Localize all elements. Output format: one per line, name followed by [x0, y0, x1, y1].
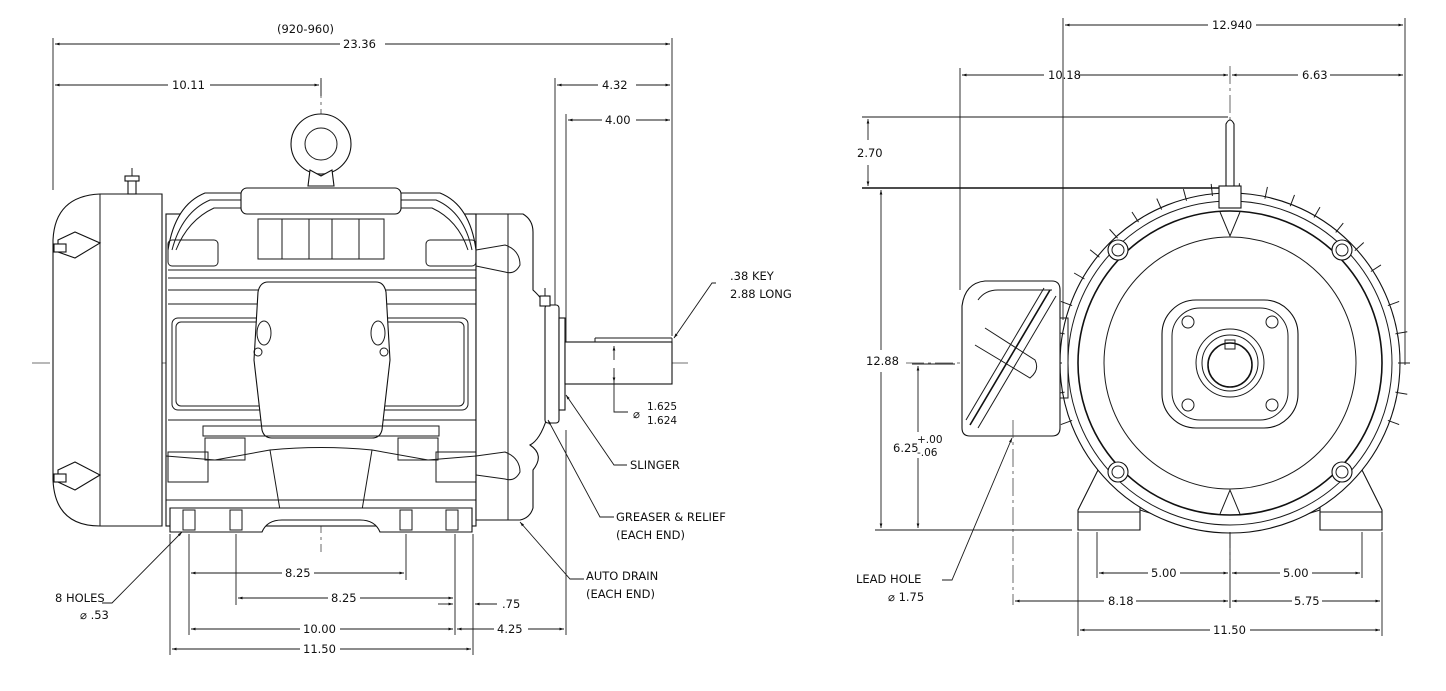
- dim-foot-to-shaft-shoulder: 4.25: [497, 622, 523, 636]
- cooling-fin: [1387, 419, 1400, 426]
- holes-callout-line1: 8 HOLES: [55, 591, 105, 605]
- dim-overall-length: 23.36: [343, 37, 376, 51]
- end-view: 12.940 10.18 6.63 2.70 12.88 6.25 +.00 -…: [856, 18, 1410, 637]
- dim-centerline-to-conduit: 10.18: [1048, 68, 1081, 82]
- dim-foot-hole-spacing-a: 8.25: [285, 566, 311, 580]
- fan-cover: [52, 168, 163, 527]
- auto-drain-callout-line2: (EACH END): [586, 587, 655, 601]
- dim-shaft-height: 6.25: [893, 441, 919, 455]
- cooling-fin: [1335, 222, 1344, 233]
- key-callout-line2: 2.88 LONG: [730, 287, 792, 301]
- dim-lifting-eye-height: 2.70: [857, 146, 883, 160]
- key-callout-line1: .38 KEY: [730, 269, 775, 283]
- cooling-fin: [1182, 189, 1188, 201]
- dim-shaft-height-tol-minus: -.06: [917, 447, 938, 459]
- dim-foot-length-overall: 11.50: [303, 642, 336, 656]
- dim-foot-hole-spacing-b: 8.25: [331, 591, 357, 605]
- motor-frame: [165, 187, 477, 533]
- lead-hole-callout-line2: ⌀ 1.75: [888, 590, 924, 604]
- dim-shoulder-offset: .75: [502, 597, 520, 611]
- dim-foot-hole-left: 5.00: [1151, 566, 1177, 580]
- lifting-eye: [290, 113, 352, 187]
- slinger-callout: SLINGER: [630, 458, 680, 472]
- shaft-diameter-max: 1.625: [647, 401, 677, 413]
- auto-drain-callout-line1: AUTO DRAIN: [586, 569, 658, 583]
- end-frame: [1050, 119, 1410, 534]
- cooling-fin: [1289, 194, 1295, 207]
- cooling-fin: [1370, 264, 1382, 272]
- cooling-fin: [1131, 211, 1139, 223]
- dim-centerline-to-frame-edge: 6.63: [1302, 68, 1328, 82]
- cooling-fin: [1210, 183, 1213, 196]
- holes-callout-line2: ⌀ .53: [80, 608, 109, 622]
- dim-centerline-to-lead-hole: 8.18: [1108, 594, 1134, 608]
- cooling-fin: [1313, 206, 1321, 218]
- dim-end-foot-width: 11.50: [1213, 623, 1246, 637]
- end-conduit-box: [961, 280, 1069, 437]
- cooling-fin: [1395, 391, 1408, 395]
- dim-end-overall-width: 12.940: [1212, 18, 1252, 32]
- dim-overall-height: 12.88: [866, 354, 899, 368]
- dim-foot-hole-right: 5.00: [1283, 566, 1309, 580]
- dim-shaft-height-tol-plus: +.00: [917, 434, 943, 446]
- cooling-fin: [1354, 242, 1365, 251]
- cooling-fin: [1073, 272, 1085, 280]
- cooling-fin: [1109, 228, 1118, 239]
- dim-fan-end-to-eye: 10.11: [172, 78, 205, 92]
- cooling-fin: [1060, 419, 1073, 426]
- dim-centerline-to-foot-edge: 5.75: [1294, 594, 1320, 608]
- dim-shaft-extension-total: 4.32: [602, 78, 628, 92]
- shaft-diameter-min: 1.624: [647, 415, 677, 427]
- shaft-diameter-symbol: ⌀: [633, 407, 640, 421]
- cooling-fin: [1387, 300, 1400, 307]
- cooling-fin: [1156, 198, 1163, 210]
- greaser-callout-line2: (EACH END): [616, 528, 685, 542]
- cooling-fin: [1264, 186, 1268, 199]
- greaser-callout-line1: GREASER & RELIEF: [616, 510, 726, 524]
- shaft: [564, 337, 673, 385]
- frame-range-label: (920-960): [277, 22, 334, 36]
- dim-foot-length-inner: 10.00: [303, 622, 336, 636]
- lead-hole-callout-line1: LEAD HOLE: [856, 572, 921, 586]
- dim-shaft-extension-usable: 4.00: [605, 113, 631, 127]
- cooling-fin: [1089, 249, 1100, 258]
- drive-end-bracket: [475, 213, 566, 521]
- side-view: (920-960) 23.36 10.11 4.32 4.00 .38 KEY …: [32, 22, 792, 656]
